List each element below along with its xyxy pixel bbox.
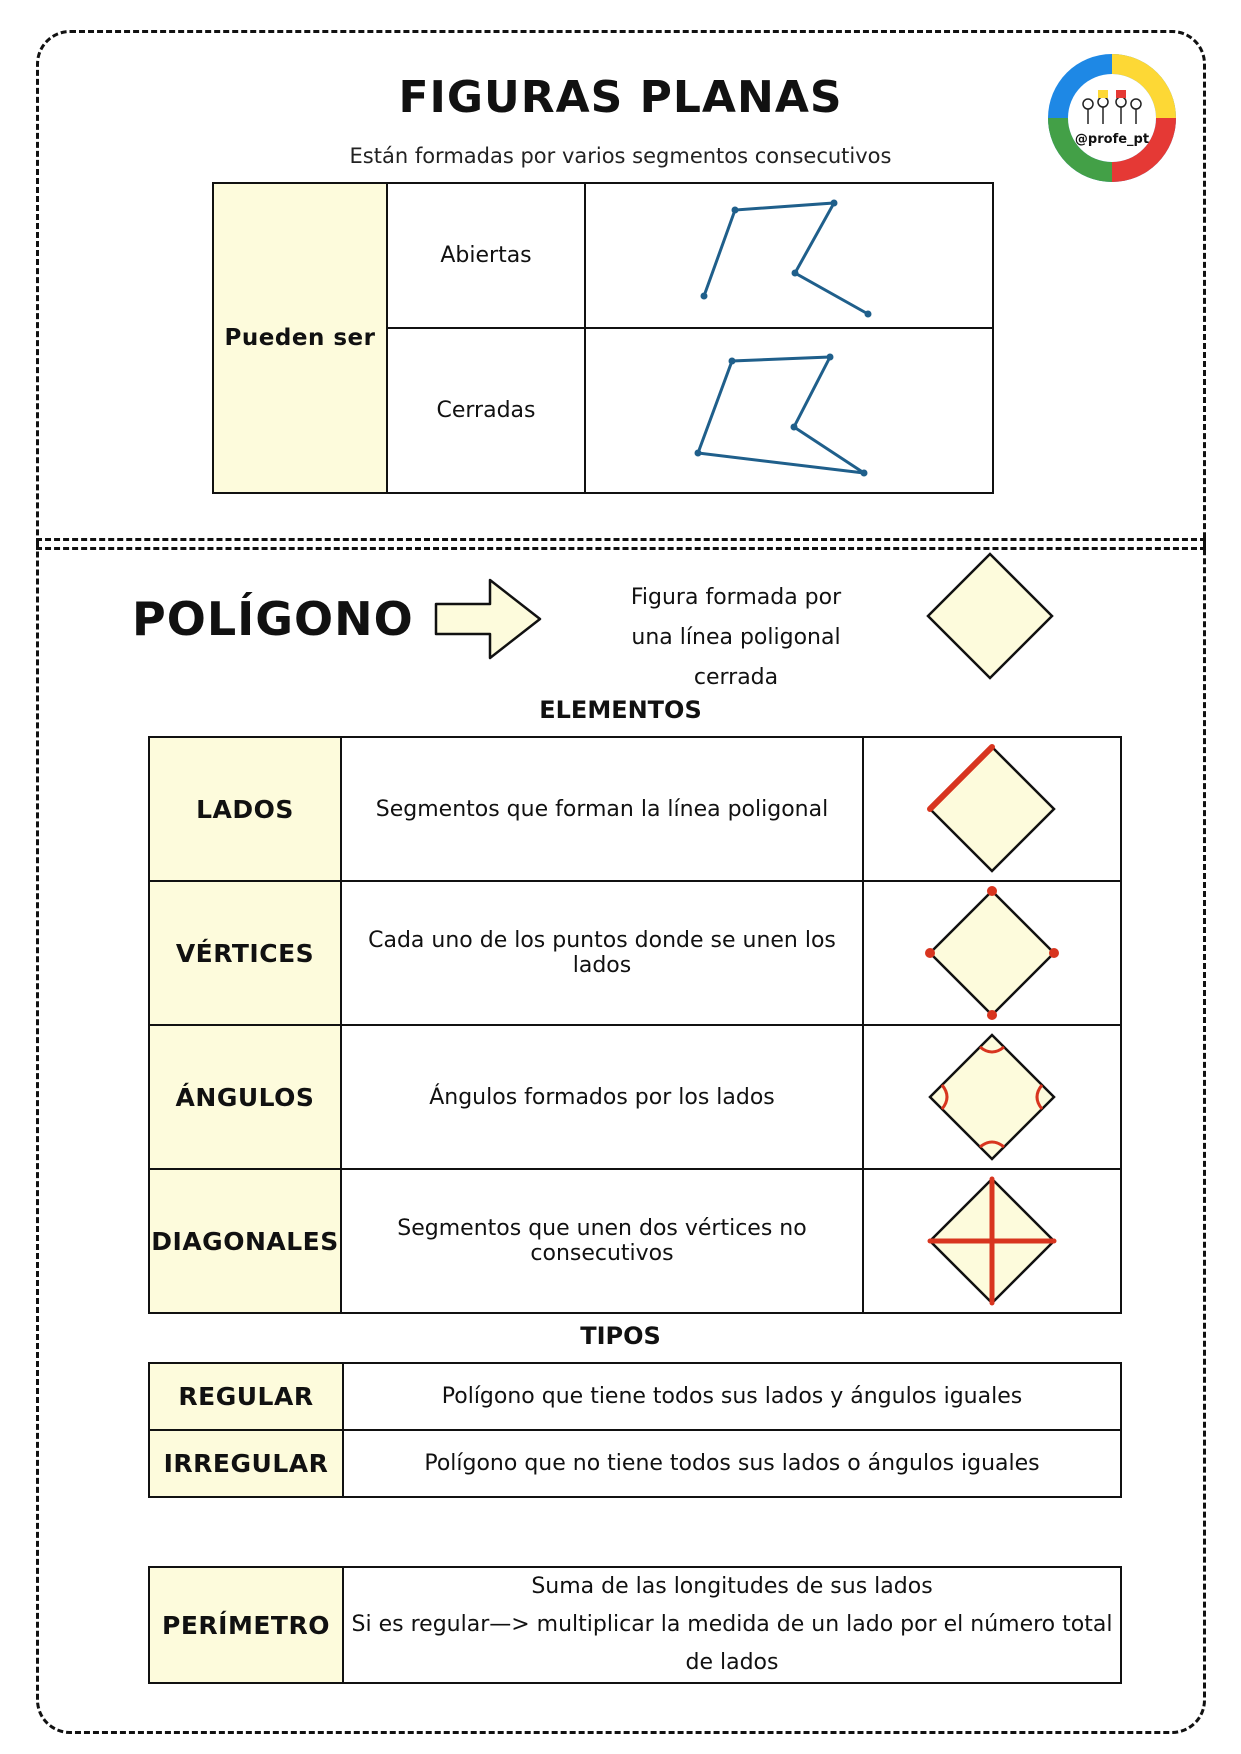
lados-label: LADOS: [148, 736, 342, 882]
perimeter-description: Suma de las longitudes de sus lados Si e…: [342, 1566, 1122, 1684]
perimeter-table: PERÍMETRO Suma de las longitudes de sus …: [148, 1566, 1122, 1684]
diagonales-figure-cell: [862, 1168, 1122, 1314]
regular-label: REGULAR: [148, 1362, 344, 1431]
puzzle-logo-icon: [1048, 54, 1176, 182]
diagonales-description: Segmentos que unen dos vértices no conse…: [340, 1168, 864, 1314]
diagonales-label: DIAGONALES: [148, 1168, 342, 1314]
types-heading: TIPOS: [580, 1322, 661, 1350]
open-label: Abiertas: [440, 243, 532, 268]
pueden-ser-cell: Pueden ser: [212, 182, 388, 494]
open-figure-cell: [584, 182, 994, 329]
lines-table: Pueden ser Abiertas Cerradas: [212, 182, 994, 494]
perimeter-line1: Suma de las longitudes de sus lados: [531, 1574, 933, 1599]
open-label-cell: Abiertas: [386, 182, 586, 329]
open-polyline-figure: [700, 199, 872, 317]
vertices-label: VÉRTICES: [148, 880, 342, 1026]
irregular-description: Polígono que no tiene todos sus lados o …: [342, 1429, 1122, 1498]
polygon-diamond-icon: [924, 552, 1056, 680]
elements-heading: ELEMENTOS: [539, 696, 702, 724]
irregular-label: IRREGULAR: [148, 1429, 344, 1498]
closed-label: Cerradas: [436, 398, 536, 423]
pueden-ser-label: Pueden ser: [224, 325, 376, 351]
diagonal-lines-icon: [927, 1176, 1057, 1306]
polygon-definition-line2: una línea poligonal cerrada: [631, 625, 841, 690]
closed-polyline-figure: [694, 353, 868, 476]
logo-text: @profe_pt: [1074, 132, 1150, 147]
vertices-description: Cada uno de los puntos donde se unen los…: [340, 880, 864, 1026]
polygon-definition: Figura formada por una línea poligonal c…: [586, 578, 886, 698]
closed-label-cell: Cerradas: [386, 327, 586, 494]
right-arrow-icon: [432, 576, 544, 662]
types-table: REGULAR Polígono que tiene todos sus lad…: [148, 1362, 1122, 1498]
top-section-frame: [36, 30, 1206, 550]
angulos-description: Ángulos formados por los lados: [340, 1024, 864, 1170]
polygon-definition-line1: Figura formada por: [630, 585, 842, 610]
vertices-figure-cell: [862, 880, 1122, 1026]
lados-figure-cell: [862, 736, 1122, 882]
bottom-section-frame: [36, 538, 1206, 1734]
profe-pt-logo: @profe_pt: [1046, 52, 1178, 184]
closed-figure-cell: [584, 327, 994, 494]
vertex-dots-icon: [925, 886, 1059, 1020]
elements-table: LADOS Segmentos que forman la línea poli…: [148, 736, 1122, 1314]
regular-description: Polígono que tiene todos sus lados y áng…: [342, 1362, 1122, 1431]
angle-arcs-icon: [928, 1033, 1056, 1161]
angulos-label: ÁNGULOS: [148, 1024, 342, 1170]
perimeter-label: PERÍMETRO: [148, 1566, 344, 1684]
lados-description: Segmentos que forman la línea poligonal: [340, 736, 864, 882]
angulos-figure-cell: [862, 1024, 1122, 1170]
page-title: FIGURAS PLANAS: [398, 72, 843, 123]
polygon-title: POLÍGONO: [132, 592, 414, 646]
side-highlight-icon: [927, 744, 1056, 873]
page-subtitle: Están formadas por varios segmentos cons…: [349, 144, 892, 168]
perimeter-line2: Si es regular—> multiplicar la medida de…: [351, 1612, 1113, 1675]
